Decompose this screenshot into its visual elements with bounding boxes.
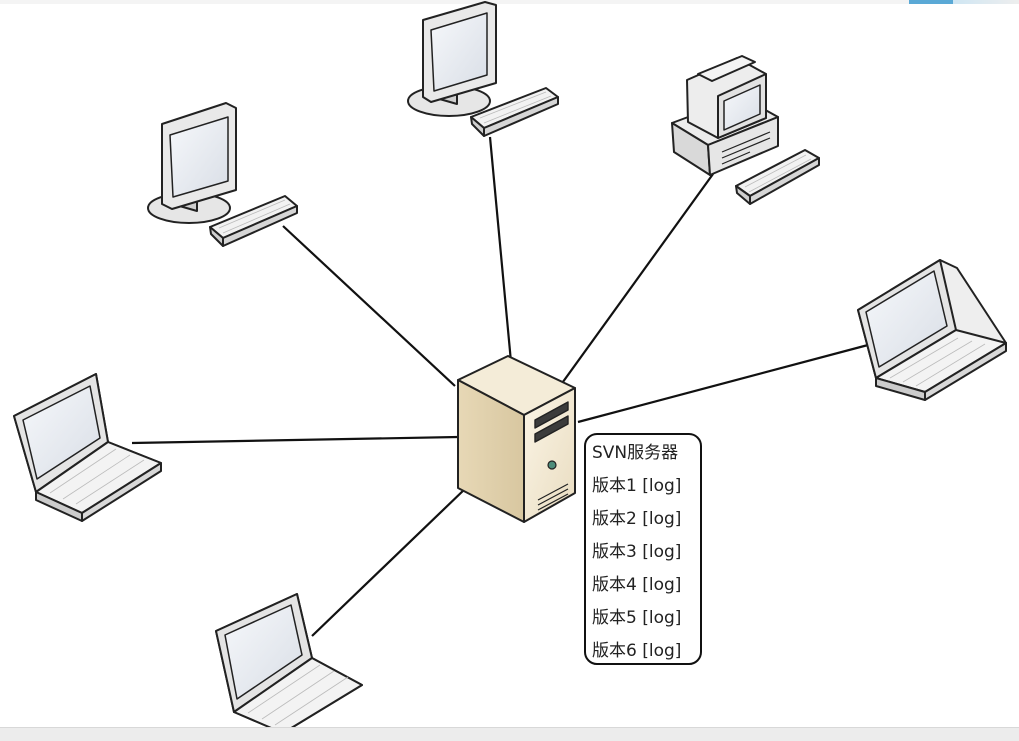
version-entry: 版本2 [log] bbox=[592, 509, 682, 529]
laptop-icon bbox=[215, 593, 363, 734]
desktop-monitor-icon bbox=[147, 102, 298, 247]
version-entry: 版本5 [log] bbox=[592, 608, 682, 628]
desktop-monitor-icon bbox=[407, 1, 559, 137]
server-title: SVN服务器 bbox=[592, 443, 679, 463]
desktop-tower-icon bbox=[671, 55, 820, 205]
top-strip bbox=[0, 0, 1019, 4]
corner-accent bbox=[909, 0, 1019, 4]
server-icon bbox=[457, 355, 576, 523]
edge-laptop-right bbox=[577, 343, 869, 424]
laptop-icon bbox=[857, 259, 1007, 401]
version-entry: 版本6 [log] bbox=[592, 641, 682, 661]
version-entry: 版本4 [log] bbox=[592, 575, 682, 595]
edge-desktop-left bbox=[282, 225, 456, 387]
version-entry: 版本3 [log] bbox=[592, 542, 682, 562]
edge-laptop-left bbox=[131, 435, 459, 445]
edge-laptop-bottom-left bbox=[311, 486, 468, 637]
edge-desktop-top bbox=[488, 136, 513, 363]
edge-desktop-tower-right bbox=[559, 173, 714, 387]
laptop-icon bbox=[13, 373, 162, 522]
bottom-strip bbox=[0, 727, 1019, 741]
version-entry: 版本1 [log] bbox=[592, 476, 682, 496]
svn-server-version-box: SVN服务器 版本1 [log] 版本2 [log] 版本3 [log] 版本4… bbox=[584, 433, 702, 665]
